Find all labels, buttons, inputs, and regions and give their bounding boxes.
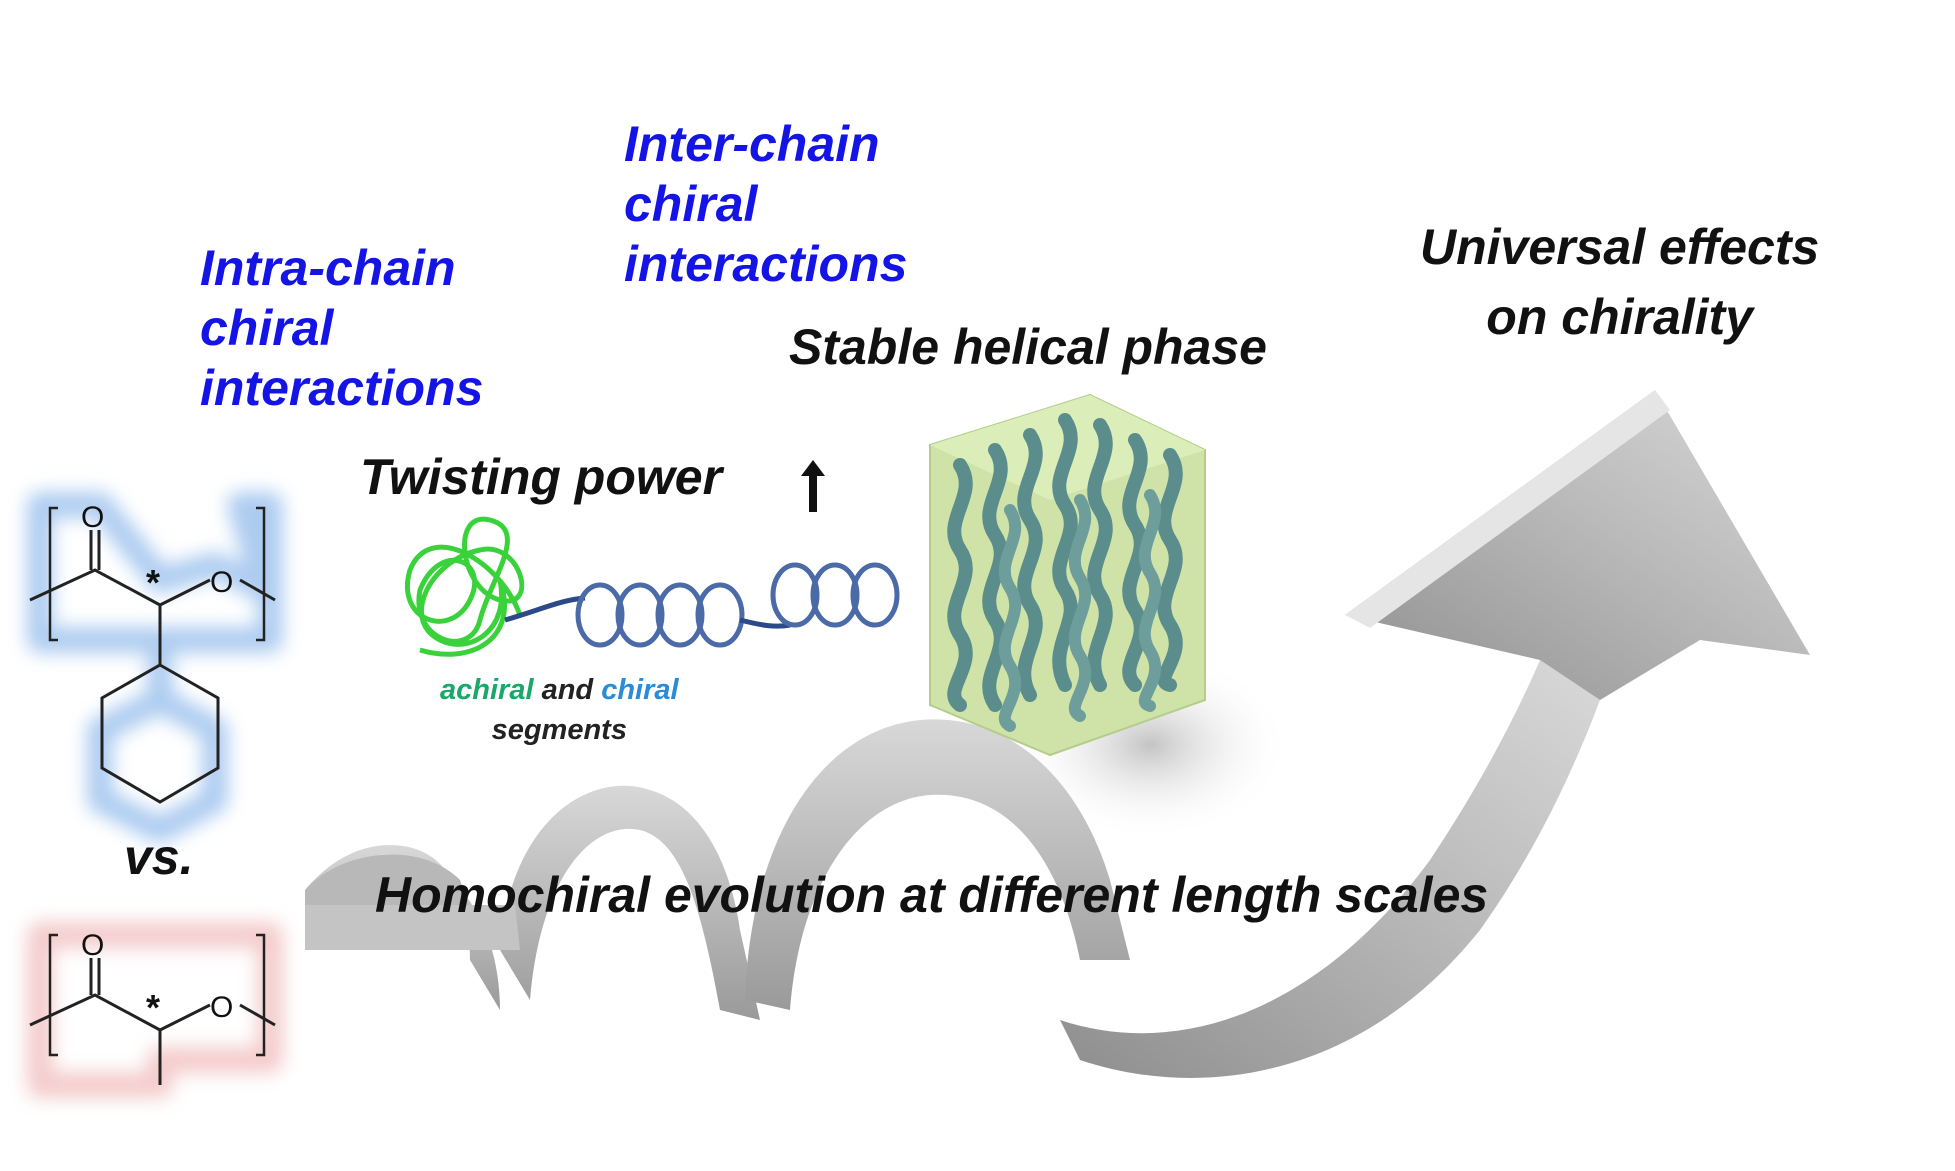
inter-chain-label: Inter-chain chiral interactions [624, 114, 907, 294]
ribbon-sweep [1060, 660, 1600, 1078]
segments-line-1: achiral and chiral [440, 670, 679, 710]
helical-phase-block [929, 393, 1206, 757]
carbonyl-oxygen-2: O [81, 929, 104, 962]
inter-line-3: interactions [624, 236, 908, 292]
intra-line-2: chiral [200, 300, 334, 356]
homochiral-evolution-label: Homochiral evolution at different length… [375, 867, 1489, 923]
ribbon-band-2 [500, 785, 760, 1020]
stereocenter-1: * [146, 562, 160, 603]
segments-caption: achiral and chiral segments [440, 670, 679, 750]
ether-oxygen-1: O [210, 566, 233, 599]
vs-label: vs. [124, 829, 194, 885]
up-arrow-icon [801, 460, 825, 512]
and-word: and [541, 674, 594, 706]
chain-illustration [405, 516, 900, 657]
structure-poly-lactide: O O * [27, 922, 283, 1098]
universal-line-1: Universal effects [1420, 219, 1820, 275]
inter-line-2: chiral [624, 176, 758, 232]
red-glow [27, 922, 283, 1098]
carbonyl-oxygen-1: O [81, 501, 104, 534]
helix-strands [947, 413, 1183, 712]
intra-chain-label: Intra-chain chiral interactions [200, 238, 483, 418]
blue-glow [27, 492, 283, 843]
universal-effects-label: Universal effects on chirality [1420, 212, 1819, 352]
chiral-word: chiral [601, 674, 679, 706]
universal-line-2: on chirality [1486, 289, 1754, 345]
intra-line-3: interactions [200, 360, 484, 416]
inter-line-1: Inter-chain [624, 116, 880, 172]
ether-oxygen-2: O [210, 991, 233, 1024]
chiral-helix [504, 562, 900, 648]
achiral-coil [405, 516, 525, 647]
twisting-power-label: Twisting power [360, 449, 723, 505]
stable-helical-phase-label: Stable helical phase [789, 319, 1267, 375]
spiral-arrow [305, 390, 1810, 1078]
structure-poly-cyclohexyl: O O * [27, 492, 283, 843]
intra-line-1: Intra-chain [200, 240, 456, 296]
ribbon-base [305, 905, 520, 950]
helix-strands-front [998, 489, 1162, 732]
ribbon-band-3 [745, 719, 1130, 1010]
segments-line-2: segments [491, 714, 627, 746]
achiral-word: achiral [440, 674, 534, 706]
arrowhead [1345, 390, 1810, 700]
stereocenter-2: * [146, 987, 160, 1028]
